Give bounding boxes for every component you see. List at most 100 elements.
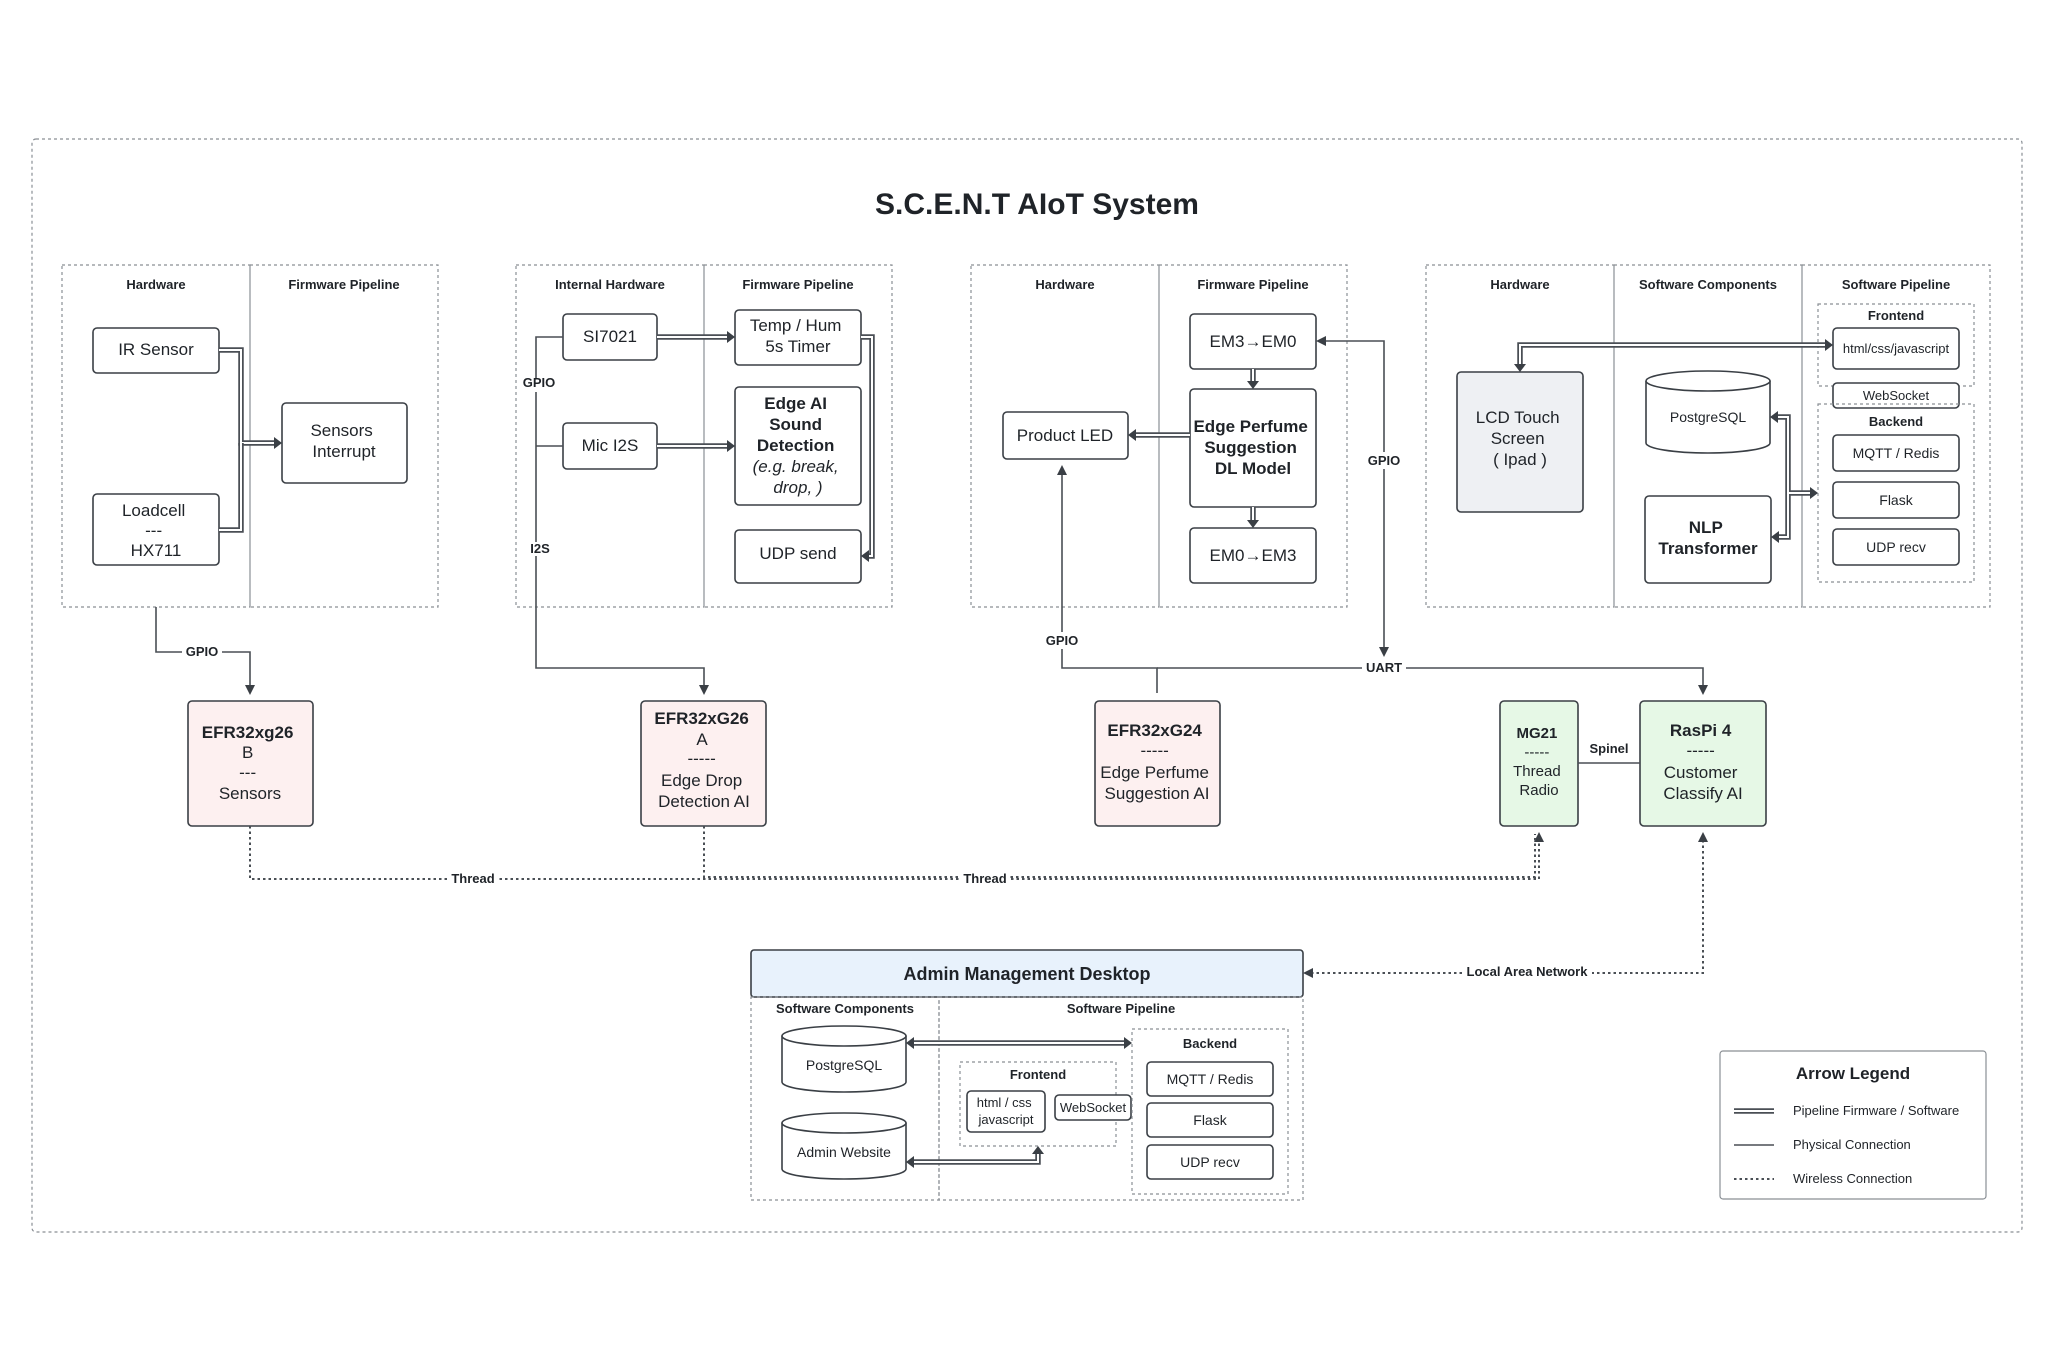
node-efr32xg26-b: EFR32xg26 B --- Sensors	[187, 700, 314, 827]
nlp-box	[1644, 495, 1772, 584]
admin-frontend-label: Frontend	[1010, 1067, 1066, 1082]
g1-header-hardware: Hardware	[126, 277, 185, 292]
legend-title: Arrow Legend	[1796, 1064, 1910, 1083]
spinel-label: Spinel	[1589, 741, 1628, 756]
admin-html-box	[966, 1090, 1046, 1133]
svg-text:I2S: I2S	[530, 541, 550, 556]
g2-header-internal: Internal Hardware	[555, 277, 665, 292]
admin-title: Admin Management Desktop	[903, 964, 1150, 984]
timer-label: Temp / Hum 5s Timer	[750, 316, 846, 356]
g4-websocket-box	[1832, 382, 1960, 409]
admin-backend-label: Backend	[1183, 1036, 1237, 1051]
g4-flask-label: Flask	[1879, 492, 1913, 508]
admin-udp-box	[1146, 1144, 1274, 1180]
pipe-db-nlp-backend	[1778, 414, 1810, 540]
pipe-timer-to-udp	[861, 334, 875, 559]
g2-header-firmware: Firmware Pipeline	[742, 277, 853, 292]
thread-label-1: Thread	[451, 871, 494, 886]
svg-text:EFR32xg26 B ---: EFR32xg26 B --- Sensors	[202, 723, 298, 803]
link-g3-gpio-led	[1057, 465, 1158, 693]
group-perfume: Hardware Firmware Pipeline Product LED E…	[970, 264, 1348, 608]
outer-frame	[31, 138, 2023, 1233]
node-raspi4: RasPi 4 ----- Customer Classify AI	[1639, 700, 1767, 827]
admin-backend-group	[1131, 1028, 1289, 1195]
legend-physical-label: Physical Connection	[1793, 1137, 1911, 1152]
g3-gpio-label: GPIO	[1046, 633, 1079, 648]
product-led-box	[1002, 411, 1129, 460]
group-sound: Internal Hardware Firmware Pipeline SI70…	[515, 264, 893, 608]
link-g3-gpio-uart	[1157, 667, 1708, 695]
sensors-interrupt-label: Sensors Interrupt	[310, 421, 377, 461]
admin-pipe-website-frontend	[914, 1154, 1041, 1165]
ir-sensor-label: IR Sensor	[118, 340, 194, 359]
g3-header-hardware: Hardware	[1035, 277, 1094, 292]
node-efr32xg24: EFR32xG24 ----- Edge Perfume Suggestion …	[1094, 700, 1221, 827]
admin-desktop: Admin Management Desktop Software Compon…	[750, 949, 1304, 1201]
arrow-legend: Arrow Legend Pipeline Firmware / Softwar…	[1719, 1050, 1987, 1200]
admin-website-label: Admin Website	[797, 1144, 891, 1160]
g4-flask-box	[1832, 481, 1960, 519]
admin-title-bar	[750, 949, 1304, 998]
g4-websocket-label: WebSocket	[1863, 388, 1930, 403]
admin-websocket-box	[1054, 1094, 1132, 1121]
product-led-label: Product LED	[1017, 426, 1113, 445]
postgres-cylinder	[1645, 370, 1771, 454]
admin-html-label: html / css javascript	[977, 1095, 1036, 1127]
group-sensors: Hardware Firmware Pipeline IR Sensor Loa…	[61, 264, 439, 608]
g1-header-firmware: Firmware Pipeline	[288, 277, 399, 292]
wireless-lan	[1303, 832, 1708, 978]
g4-html-box	[1832, 327, 1960, 370]
admin-header-pipeline: Software Pipeline	[1067, 1001, 1175, 1016]
udp-send-label: UDP send	[759, 544, 836, 563]
wireless-thread-a	[703, 826, 1536, 878]
link-g2-gpio	[535, 336, 709, 695]
si7021-label: SI7021	[583, 327, 637, 346]
mic-label: Mic I2S	[582, 436, 639, 455]
em3-em0-label: EM3→EM0	[1210, 332, 1297, 351]
udp-send-box	[734, 529, 862, 584]
postgres-label: PostgreSQL	[1670, 409, 1746, 425]
g4-udp-label: UDP recv	[1866, 539, 1926, 555]
group-raspi-software: Hardware Software Components Software Pi…	[1425, 264, 1991, 608]
g1-gpio-label: GPIO	[186, 644, 219, 659]
g3-header-firmware: Firmware Pipeline	[1197, 277, 1308, 292]
pipe-loadcell-to-interrupt	[219, 443, 244, 533]
legend-wireless-label: Wireless Connection	[1793, 1171, 1912, 1186]
pipe-lcd-to-frontend	[1517, 342, 1825, 364]
admin-flask-box	[1146, 1102, 1274, 1138]
g4-mqtt-label: MQTT / Redis	[1853, 445, 1940, 461]
g4-header-pipeline: Software Pipeline	[1842, 277, 1950, 292]
node-efr32xg26-a: EFR32xG26 A ----- Edge Drop Detection AI	[640, 700, 767, 827]
g4-mqtt-box	[1832, 434, 1960, 472]
g4-backend-label: Backend	[1869, 414, 1923, 429]
admin-websocket-label: WebSocket	[1060, 1100, 1127, 1115]
lcd-label: LCD Touch Screen ( Ipad )	[1476, 408, 1565, 469]
admin-postgres-cylinder	[781, 1025, 907, 1093]
nlp-label: NLP Transformer	[1658, 518, 1758, 558]
g3-gpio-em-label: GPIO	[1368, 453, 1401, 468]
loadcell-label: Loadcell --- HX711	[122, 501, 190, 560]
svg-text:MG21 ----- Thread: MG21 ----- Thread Radio	[1513, 725, 1565, 799]
admin-postgres-label: PostgreSQL	[806, 1057, 882, 1073]
wireless-thread-b	[249, 826, 1544, 880]
edge-ai-label: Edge AI Sound Detection (e.g. break, dro…	[753, 394, 844, 497]
admin-header-components: Software Components	[776, 1001, 914, 1016]
diagram-title: S.C.E.N.T AIoT System	[875, 188, 1199, 221]
thread-label-2: Thread	[963, 871, 1006, 886]
svg-text:EFR32xG24 ----- Ed: EFR32xG24 ----- Edge Perfume Suggestion …	[1100, 721, 1213, 803]
g4-frontend-label: Frontend	[1868, 308, 1924, 323]
uart-label: UART	[1366, 660, 1402, 675]
admin-mqtt-label: MQTT / Redis	[1167, 1071, 1254, 1087]
svg-text:EFR32xG26 A -----: EFR32xG26 A ----- Edge Drop Detection AI	[654, 709, 753, 811]
em0-em3-label: EM0→EM3	[1210, 546, 1297, 565]
admin-flask-label: Flask	[1193, 1112, 1227, 1128]
lan-label: Local Area Network	[1467, 964, 1589, 979]
pipe-ir-to-interrupt	[219, 347, 276, 446]
admin-udp-label: UDP recv	[1180, 1154, 1240, 1170]
model-label: Edge Perfume Suggestion DL Model	[1193, 417, 1312, 478]
admin-website-cylinder	[781, 1112, 907, 1180]
g4-header-components: Software Components	[1639, 277, 1777, 292]
legend-pipeline-label: Pipeline Firmware / Software	[1793, 1103, 1959, 1118]
svg-text:RasPi 4 ----- Cust: RasPi 4 ----- Customer Classify AI	[1663, 721, 1742, 803]
